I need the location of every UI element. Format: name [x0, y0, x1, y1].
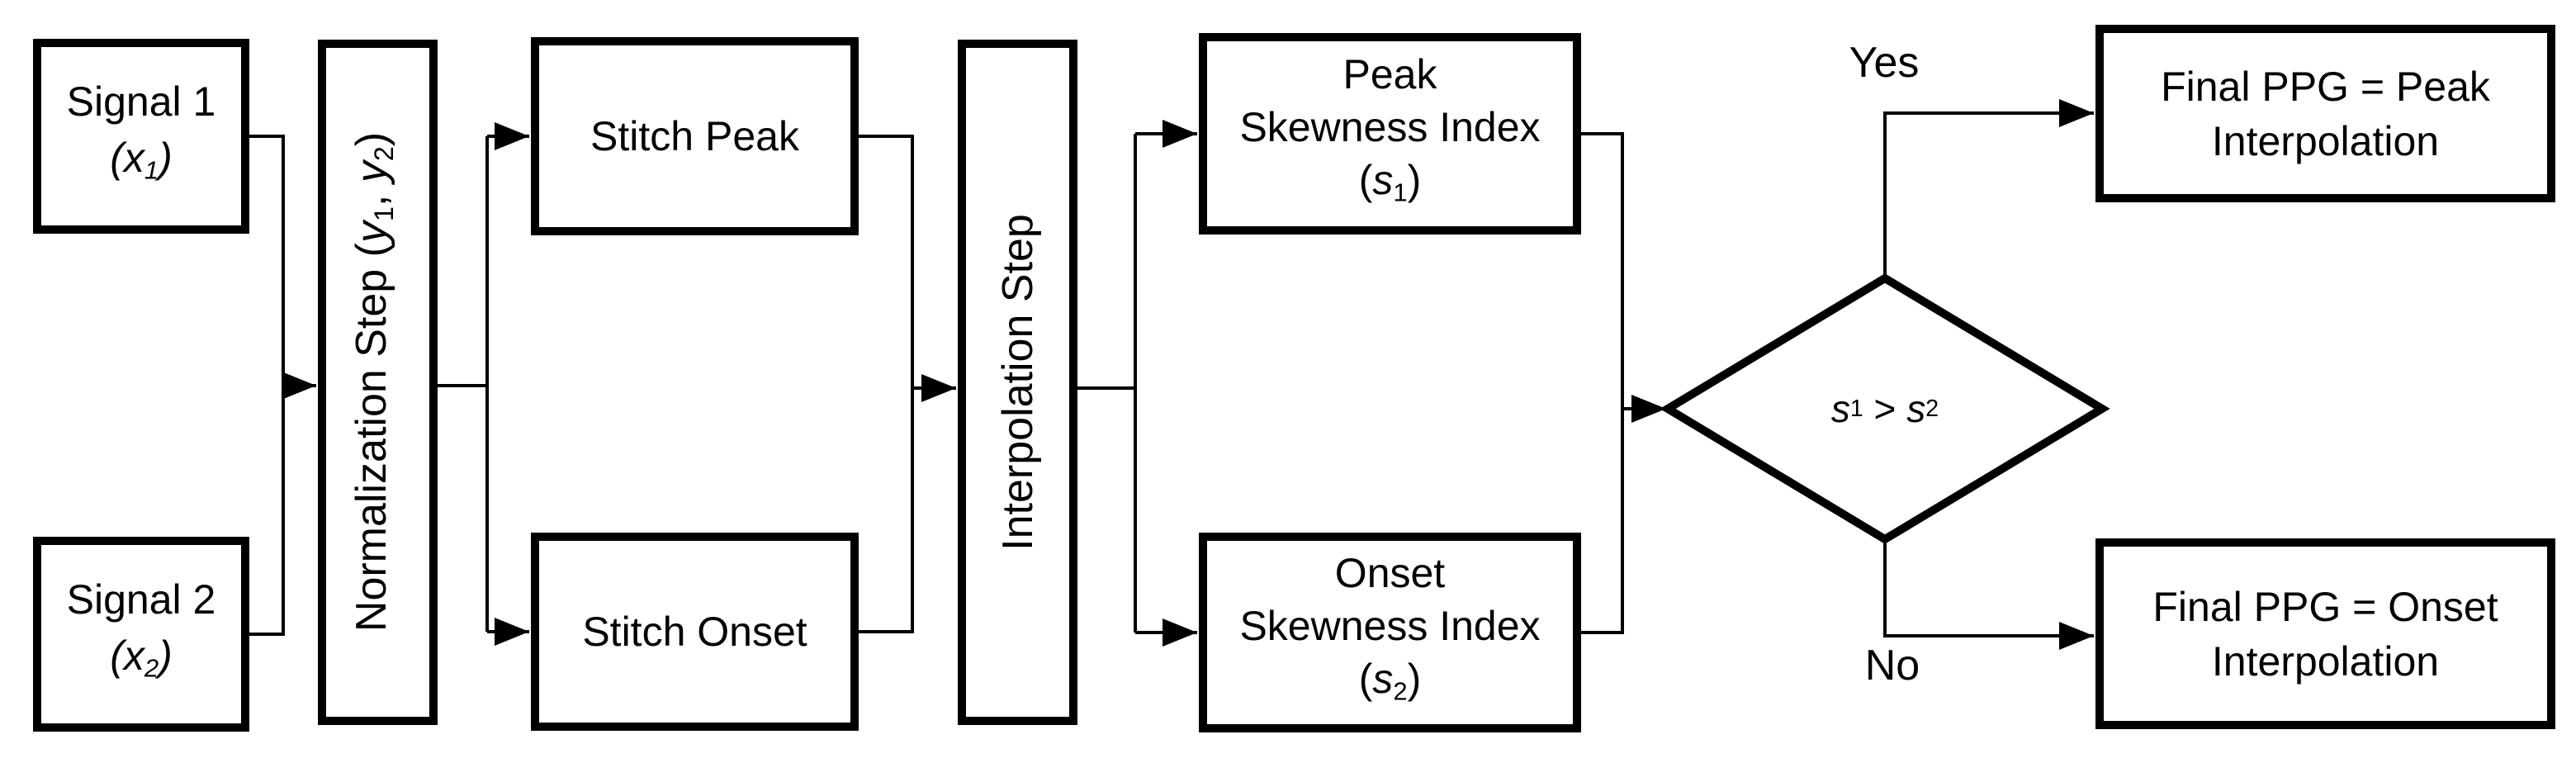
onset-skewness-line1: Onset [1334, 550, 1446, 597]
final-onset-line1: Final PPG = Onset [2152, 583, 2498, 630]
node-final-ppg-onset: Final PPG = Onset Interpolation [2095, 538, 2555, 729]
node-signal-1: Signal 1 (x1) [33, 39, 249, 234]
node-onset-skewness-index: Onset Skewness Index (s2) [1199, 533, 1581, 732]
peak-skewness-symbol: (s1) [1358, 157, 1422, 207]
no-label: No [1864, 642, 1920, 690]
signal-1-label: Signal 1 [66, 78, 216, 126]
edge-signals-merge [249, 135, 285, 636]
stitch-peak-label: Stitch Peak [590, 113, 799, 159]
peak-skewness-line2: Skewness Index [1239, 104, 1541, 151]
decision-diamond [1660, 273, 2110, 544]
normalization-step-label: Normalization Step (y1, y2) [347, 132, 400, 633]
edge-skewness-merge [1579, 132, 1624, 634]
final-peak-line1: Final PPG = Peak [2161, 63, 2490, 110]
node-final-ppg-peak: Final PPG = Peak Interpolation [2095, 25, 2555, 202]
yes-label: Yes [1849, 39, 1920, 87]
edge-decision-yes [1883, 99, 2094, 278]
signal-2-symbol: (x2) [110, 633, 173, 683]
signal-1-symbol: (x1) [110, 135, 173, 185]
node-peak-skewness-index: Peak Skewness Index (s1) [1199, 33, 1581, 235]
final-peak-line2: Interpolation [2211, 117, 2440, 164]
final-onset-line2: Interpolation [2211, 637, 2440, 685]
node-stitch-peak: Stitch Peak [531, 37, 859, 235]
onset-skewness-symbol: (s2) [1358, 656, 1422, 706]
edge-stitch-merge [857, 135, 914, 633]
onset-skewness-line2: Skewness Index [1239, 603, 1541, 650]
node-normalization-step: Normalization Step (y1, y2) [318, 40, 438, 725]
edge-interpolation-branch [1076, 134, 1137, 633]
signal-2-label: Signal 2 [66, 576, 216, 623]
edge-normalization-branch [436, 136, 489, 632]
node-signal-2: Signal 2 (x2) [33, 537, 249, 732]
edge-decision-no [1883, 539, 2094, 650]
node-interpolation-step: Interpolation Step [958, 40, 1077, 725]
interpolation-step-label: Interpolation Step [993, 214, 1042, 551]
node-stitch-onset: Stitch Onset [531, 533, 859, 731]
peak-skewness-line1: Peak [1342, 51, 1437, 98]
stitch-onset-label: Stitch Onset [582, 609, 807, 655]
